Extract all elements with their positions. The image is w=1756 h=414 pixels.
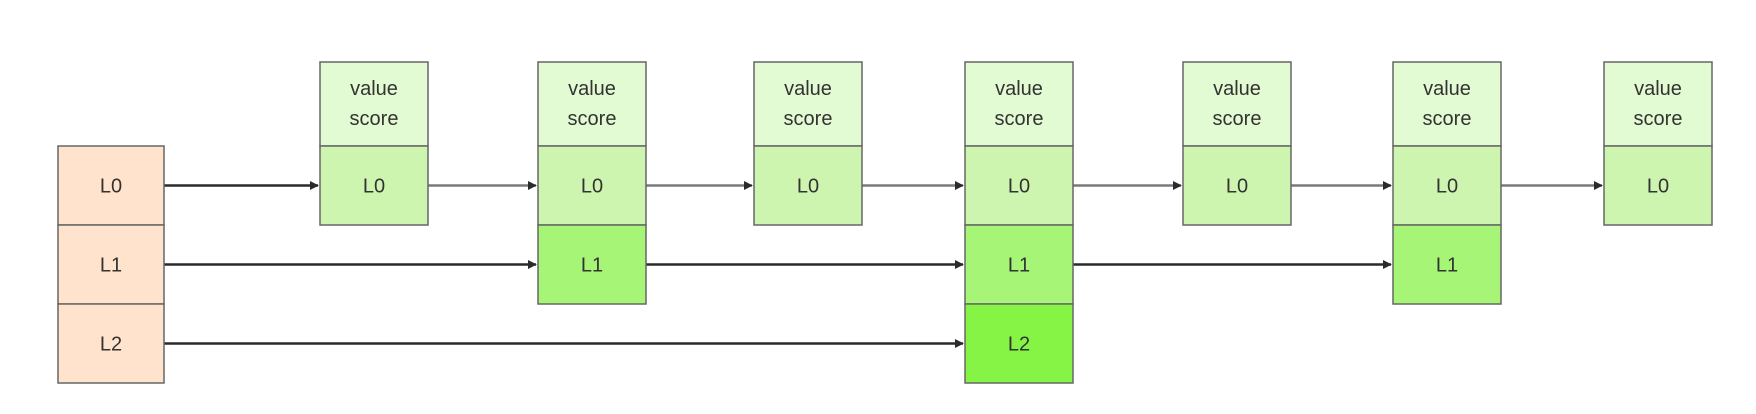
node-7-header-box	[1603, 61, 1713, 147]
head-level-box-l1	[57, 224, 165, 305]
node-3-level-box-l0	[753, 145, 863, 226]
node-7-score-label: score	[1634, 108, 1683, 130]
node-3-score-label: score	[784, 108, 833, 130]
node-6-level-label-l1: L1	[1436, 255, 1458, 277]
node-7-level-label-l0: L0	[1647, 176, 1669, 198]
node-6-score-label: score	[1423, 108, 1472, 130]
node-2-level-box-l1	[537, 224, 647, 305]
head-level-label-l2: L2	[100, 334, 122, 356]
head-level-box-l2	[57, 303, 165, 384]
head-level-label-l0: L0	[100, 176, 122, 198]
node-1-score-label: score	[350, 108, 399, 130]
node-1-value-label: value	[350, 78, 398, 100]
head-level-label-l1: L1	[100, 255, 122, 277]
node-5-level-label-l0: L0	[1226, 176, 1248, 198]
node-4-level-label-l1: L1	[1008, 255, 1030, 277]
node-2-level-label-l0: L0	[581, 176, 603, 198]
node-2-score-label: score	[568, 108, 617, 130]
node-7-level-box-l0	[1603, 145, 1713, 226]
node-4-level-box-l1	[964, 224, 1074, 305]
node-6-value-label: value	[1423, 78, 1471, 100]
node-6-level-box-l0	[1392, 145, 1502, 226]
node-2-header-box	[537, 61, 647, 147]
node-4-value-label: value	[995, 78, 1043, 100]
node-7-value-label: value	[1634, 78, 1682, 100]
node-6-level-box-l1	[1392, 224, 1502, 305]
node-3-level-label-l0: L0	[797, 176, 819, 198]
node-1-level-label-l0: L0	[363, 176, 385, 198]
node-3-header-box	[753, 61, 863, 147]
node-4-level-box-l0	[964, 145, 1074, 226]
node-2-level-label-l1: L1	[581, 255, 603, 277]
node-6-header-box	[1392, 61, 1502, 147]
node-5-value-label: value	[1213, 78, 1261, 100]
node-4-header-box	[964, 61, 1074, 147]
head-level-box-l0	[57, 145, 165, 226]
node-1-header-box	[319, 61, 429, 147]
node-4-level-label-l2: L2	[1008, 334, 1030, 356]
node-3-value-label: value	[784, 78, 832, 100]
node-5-level-box-l0	[1182, 145, 1292, 226]
node-1-level-box-l0	[319, 145, 429, 226]
node-4-level-box-l2	[964, 303, 1074, 384]
node-2-value-label: value	[568, 78, 616, 100]
node-5-score-label: score	[1213, 108, 1262, 130]
node-6-level-label-l0: L0	[1436, 176, 1458, 198]
edges-layer	[164, 181, 1603, 348]
node-4-level-label-l0: L0	[1008, 176, 1030, 198]
node-2-level-box-l0	[537, 145, 647, 226]
node-5-header-box	[1182, 61, 1292, 147]
node-4-score-label: score	[995, 108, 1044, 130]
